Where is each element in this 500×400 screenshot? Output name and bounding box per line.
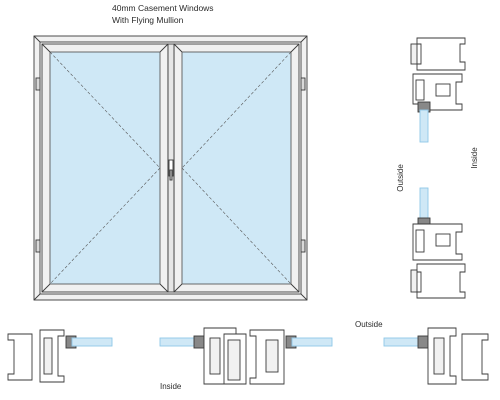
diagram-caption: 40mm Casement Windows With Flying Mullio…	[112, 2, 214, 26]
glass-lower	[419, 187, 429, 223]
caption-line-2: With Flying Mullion	[112, 15, 184, 25]
glass-right-centre	[291, 337, 333, 347]
right-jamb-glazing-bead	[417, 335, 429, 349]
glass-right	[383, 337, 423, 347]
window-handle-icon	[168, 159, 174, 181]
outside-label-bottom: Outside	[355, 320, 383, 329]
caption-line-1: 40mm Casement Windows	[112, 3, 214, 13]
mullion-glazing-bead-left	[193, 335, 205, 349]
opening-indicator-left	[49, 51, 161, 285]
outside-label-vertical: Outside	[396, 164, 405, 192]
window-elevation	[33, 35, 308, 301]
vertical-section	[410, 37, 466, 299]
inside-label-vertical: Inside	[470, 147, 479, 169]
opening-indicator-right	[181, 51, 292, 285]
hinge-left-top	[35, 77, 41, 91]
head-profile	[410, 37, 466, 111]
right-sash-glass	[181, 51, 292, 285]
hinge-right-bottom	[300, 239, 306, 253]
glass-left-centre	[159, 337, 199, 347]
right-jamb-profile	[427, 327, 489, 385]
hinge-left-bottom	[35, 239, 41, 253]
left-jamb-profile	[7, 329, 65, 383]
inside-label-bottom: Inside	[160, 382, 182, 391]
glass-left	[71, 337, 113, 347]
sill-profile	[410, 223, 466, 299]
hinge-right-top	[300, 77, 306, 91]
left-sash-glass	[49, 51, 161, 285]
glass-upper	[419, 109, 429, 143]
horizontal-section	[7, 327, 489, 385]
mullion-profile	[203, 327, 285, 385]
